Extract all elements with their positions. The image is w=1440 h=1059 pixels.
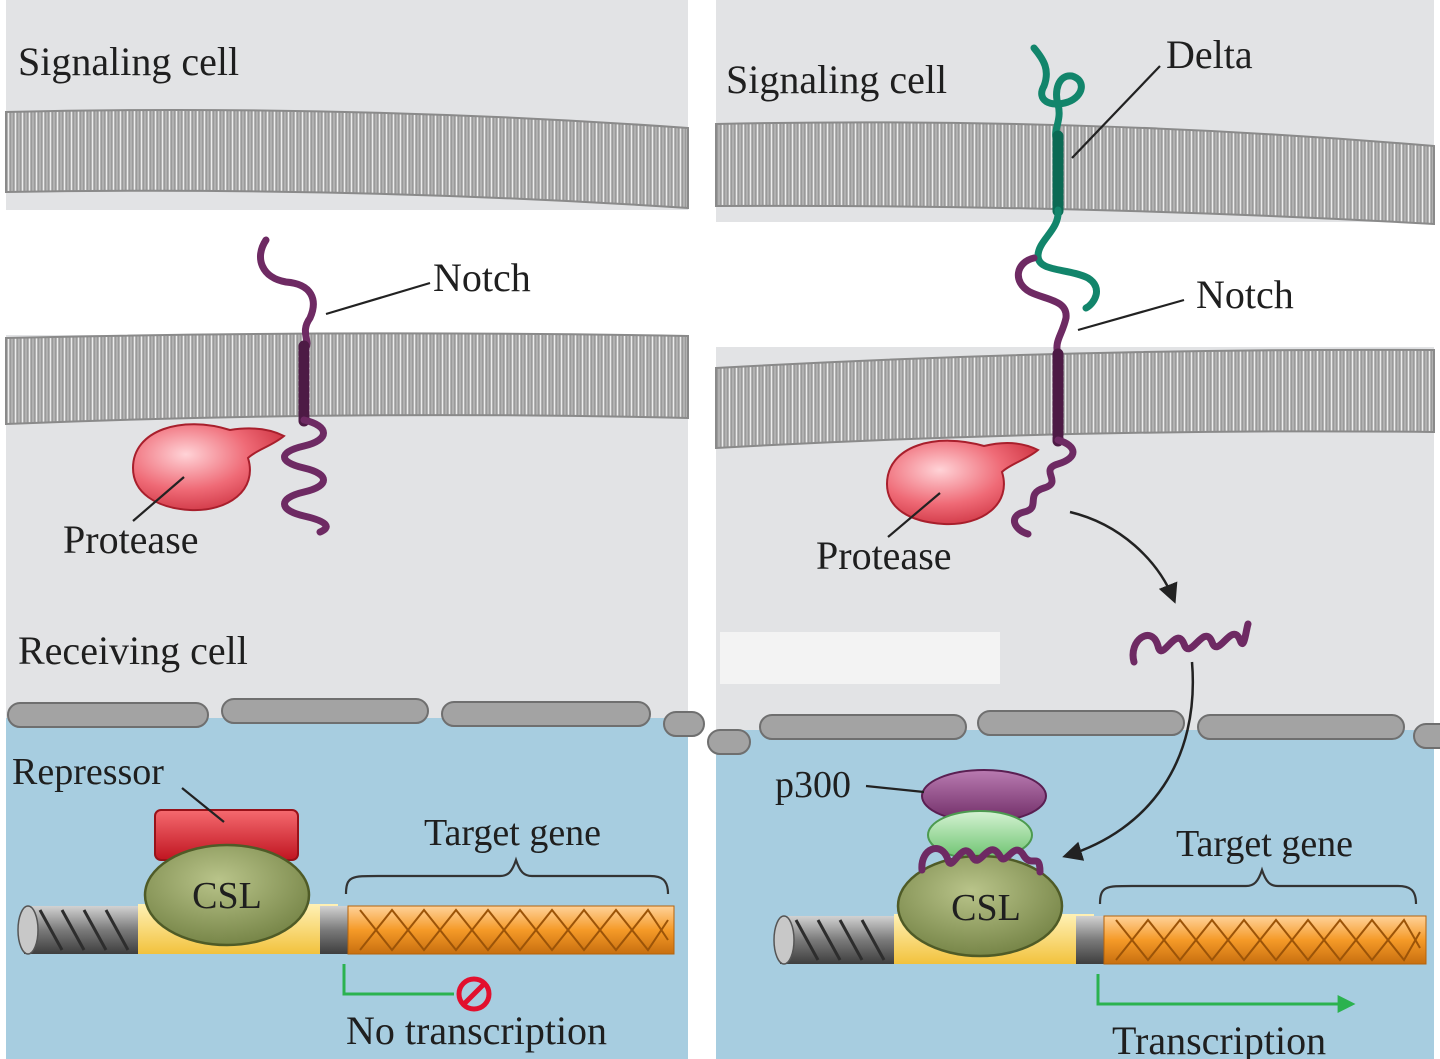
left-signaling-cell-label: Signaling cell	[18, 39, 239, 84]
right-delta-leader	[1071, 65, 1161, 159]
left-signaling-membrane	[5, 109, 689, 210]
right-delta-label: Delta	[1166, 32, 1253, 77]
left-no-transcription-label: No transcription	[346, 1008, 607, 1053]
left-nuclear-envelope	[7, 698, 705, 737]
left-repressor-leader	[181, 787, 225, 823]
left-protease-label: Protease	[63, 517, 199, 562]
left-protease-leader	[132, 476, 185, 522]
right-cleavage-arrow	[1069, 510, 1178, 604]
right-notch-intracellular-domain	[1129, 620, 1252, 666]
left-target-gene-bracket	[344, 856, 670, 895]
right-protease-enzyme	[885, 439, 1040, 526]
left-receiving-membrane	[5, 332, 689, 426]
right-receiving-membrane	[715, 348, 1435, 450]
left-transcription-start-bracket	[342, 964, 454, 996]
right-transcription-arrow	[1096, 974, 1356, 1013]
right-transcription-label: Transcription	[1112, 1018, 1326, 1059]
right-panel	[707, 0, 1440, 1059]
right-synaptic-gap	[716, 222, 1434, 347]
right-signaling-membrane	[715, 121, 1435, 226]
right-protease-leader	[887, 492, 941, 538]
right-p300-label: p300	[775, 764, 851, 806]
right-csl-label: CSL	[951, 887, 1021, 929]
left-synaptic-gap	[6, 210, 688, 335]
right-nuclear-import-arrow	[1062, 661, 1195, 861]
right-notch-label: Notch	[1196, 272, 1294, 317]
right-delta-ligand	[1030, 44, 1100, 312]
left-panel	[5, 0, 705, 1059]
left-csl-protein	[143, 843, 311, 947]
right-notch-leader	[1077, 298, 1185, 332]
right-notch-receptor	[1011, 254, 1077, 538]
right-bound-nicd	[918, 845, 1044, 876]
prohibited-icon	[456, 976, 492, 1012]
left-csl-label: CSL	[192, 875, 262, 917]
left-notch-leader	[325, 281, 431, 316]
right-target-gene-bracket	[1098, 866, 1418, 905]
left-notch-label: Notch	[433, 255, 531, 300]
right-p300-leader	[865, 784, 925, 794]
right-dna	[773, 914, 1427, 965]
left-receiving-cell-label: Receiving cell	[18, 628, 248, 673]
left-notch-receptor	[257, 236, 330, 536]
right-signaling-cell-label: Signaling cell	[726, 57, 947, 102]
left-target-gene-label: Target gene	[424, 812, 601, 854]
left-dna	[17, 904, 675, 955]
left-repressor-label: Repressor	[12, 751, 164, 793]
right-erased-label-patch	[720, 632, 1000, 684]
right-target-gene-label: Target gene	[1176, 823, 1353, 865]
right-protease-label: Protease	[816, 533, 952, 578]
right-nuclear-envelope	[707, 710, 1440, 755]
